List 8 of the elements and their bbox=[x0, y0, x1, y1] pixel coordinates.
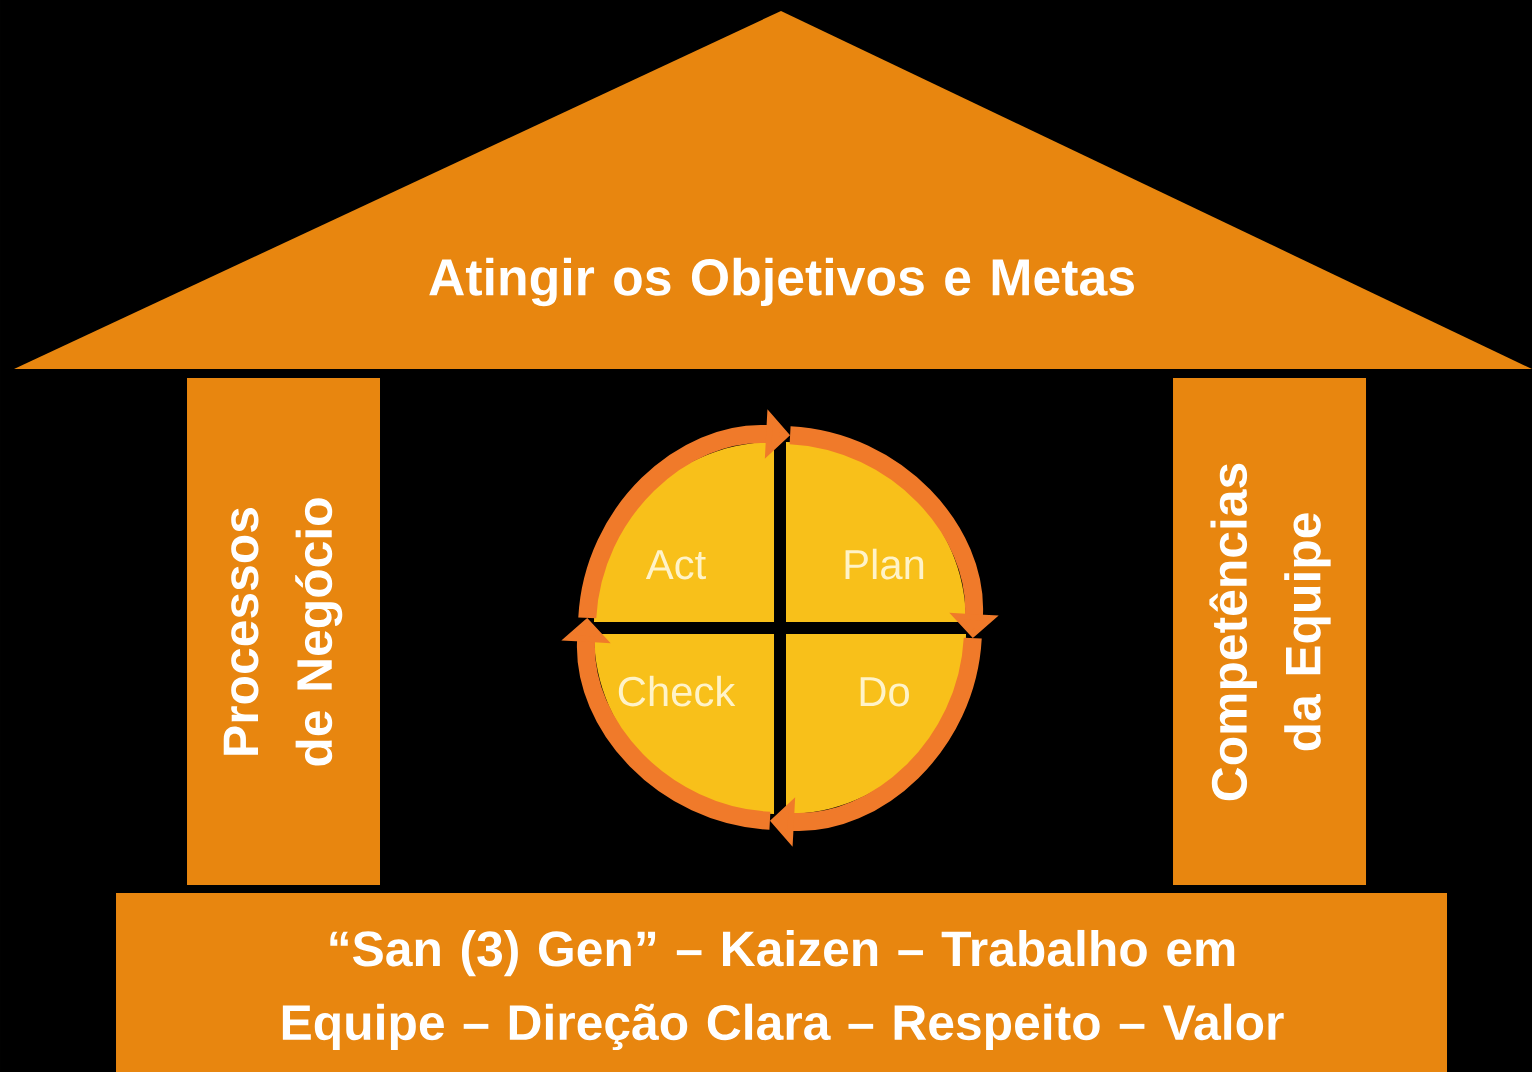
roof-triangle: Atingir os Objetivos e Metas bbox=[14, 11, 1532, 369]
pillar-box: Competências da Equipe bbox=[1173, 378, 1366, 885]
pillar-box: Processos de Negócio bbox=[187, 378, 380, 885]
quadrant: Do bbox=[786, 634, 966, 814]
quadrant: Act bbox=[594, 442, 774, 622]
foundation-box: “San (3) Gen” – Kaizen – Trabalho em Equipe – Direção Clara – Respeito – Valor bbox=[116, 893, 1447, 1072]
quadrant: Check bbox=[594, 634, 774, 814]
quadrant: Plan bbox=[786, 442, 966, 622]
